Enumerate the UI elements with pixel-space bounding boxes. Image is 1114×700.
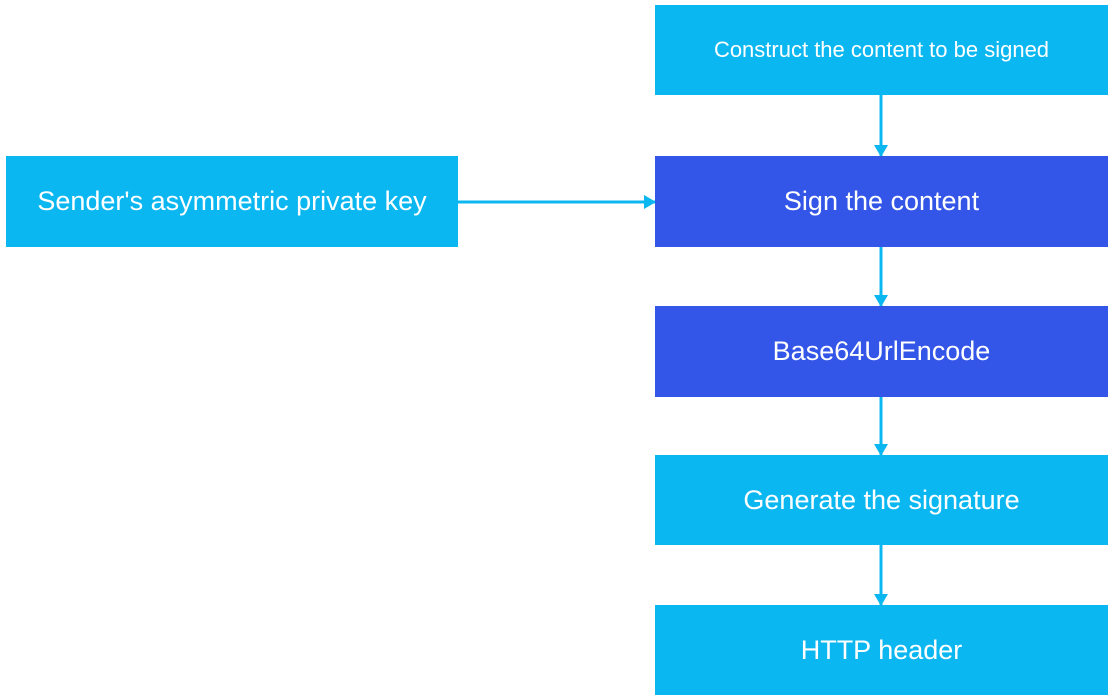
node-sender-private-key: Sender's asymmetric private key — [6, 156, 458, 247]
node-http-header: HTTP header — [655, 605, 1108, 695]
node-generate-signature: Generate the signature — [655, 455, 1108, 545]
node-sign-content: Sign the content — [655, 156, 1108, 247]
node-construct-content: Construct the content to be signed — [655, 5, 1108, 95]
node-base64-url-encode: Base64UrlEncode — [655, 306, 1108, 397]
